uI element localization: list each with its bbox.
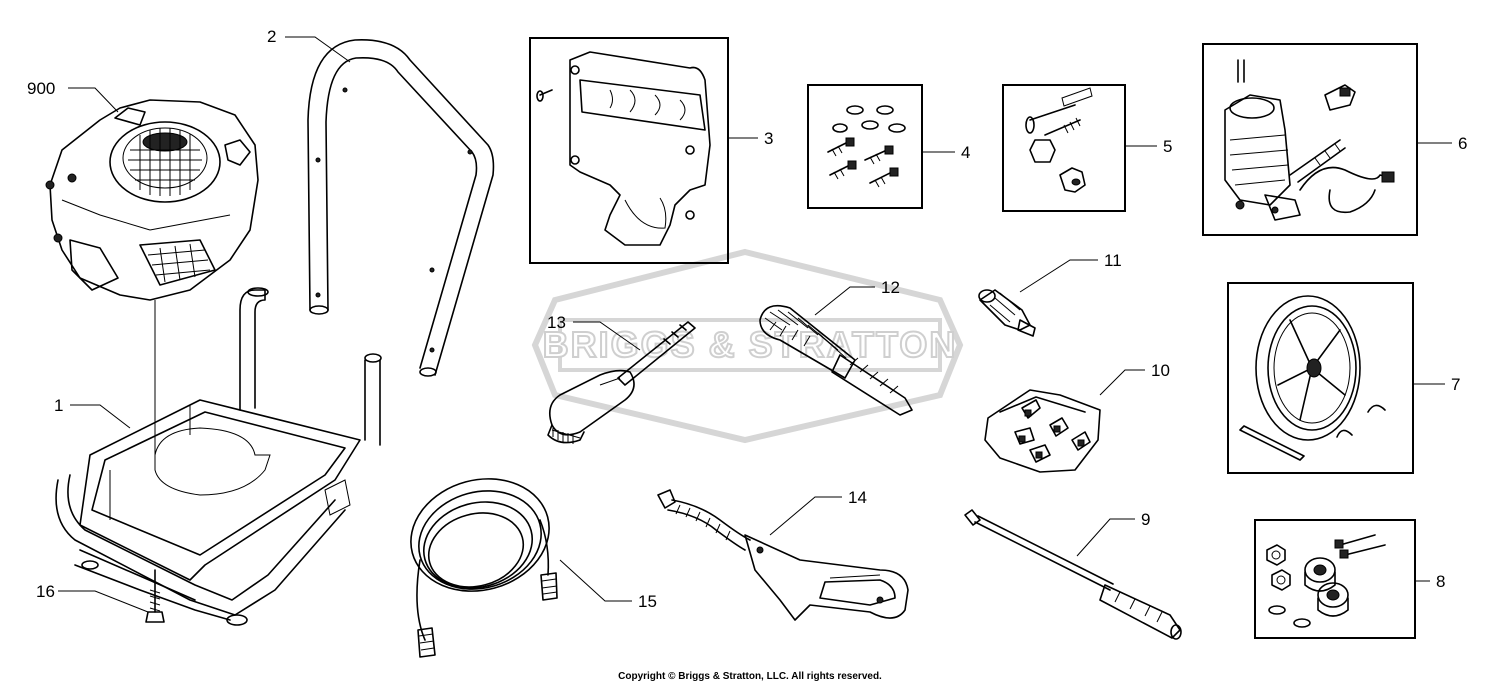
copyright-notice: Copyright © Briggs & Stratton, LLC. All …	[618, 671, 882, 682]
callout-13: 13	[547, 313, 566, 332]
callout-labels: 900 2 1 16 3 4 5 6 7 8 9 10 11 12 13 14 …	[27, 27, 1467, 611]
part-rotating-brush[interactable]	[547, 321, 696, 444]
callout-leaders	[58, 36, 1452, 613]
callout-12: 12	[881, 278, 900, 297]
callout-5: 5	[1163, 137, 1172, 156]
callout-10: 10	[1151, 361, 1170, 380]
callout-900: 900	[27, 79, 55, 98]
part-nozzle-kit[interactable]	[984, 389, 1101, 473]
part-bracket[interactable]	[529, 37, 729, 264]
part-hose[interactable]	[398, 464, 562, 658]
callout-15: 15	[638, 592, 657, 611]
callout-8: 8	[1436, 572, 1445, 591]
part-wheel[interactable]	[1227, 282, 1414, 474]
part-handle[interactable]	[307, 39, 495, 377]
brand-watermark: BRIGGS & STRATTON	[531, 248, 964, 444]
part-lance[interactable]	[964, 509, 1182, 640]
part-bolt[interactable]	[145, 569, 165, 623]
part-engine[interactable]	[45, 99, 259, 465]
part-hardware-kit-a[interactable]	[807, 84, 923, 209]
callout-3: 3	[764, 129, 773, 148]
part-scrub-brush[interactable]	[759, 304, 913, 416]
part-hardware-kit-b[interactable]	[1002, 84, 1126, 212]
callout-16: 16	[36, 582, 55, 601]
callout-2: 2	[267, 27, 276, 46]
callout-9: 9	[1141, 510, 1150, 529]
part-wheel-hardware[interactable]	[1254, 519, 1416, 639]
callout-1: 1	[54, 396, 63, 415]
callout-6: 6	[1458, 134, 1467, 153]
watermark-text: BRIGGS & STRATTON	[543, 324, 958, 365]
part-turbo-nozzle[interactable]	[978, 289, 1036, 337]
callout-14: 14	[848, 488, 867, 507]
part-frame[interactable]	[55, 287, 382, 626]
callout-11: 11	[1104, 251, 1122, 270]
callout-4: 4	[961, 143, 970, 162]
part-spray-gun[interactable]	[657, 489, 909, 621]
part-pump[interactable]	[1202, 43, 1418, 236]
callout-7: 7	[1451, 375, 1460, 394]
